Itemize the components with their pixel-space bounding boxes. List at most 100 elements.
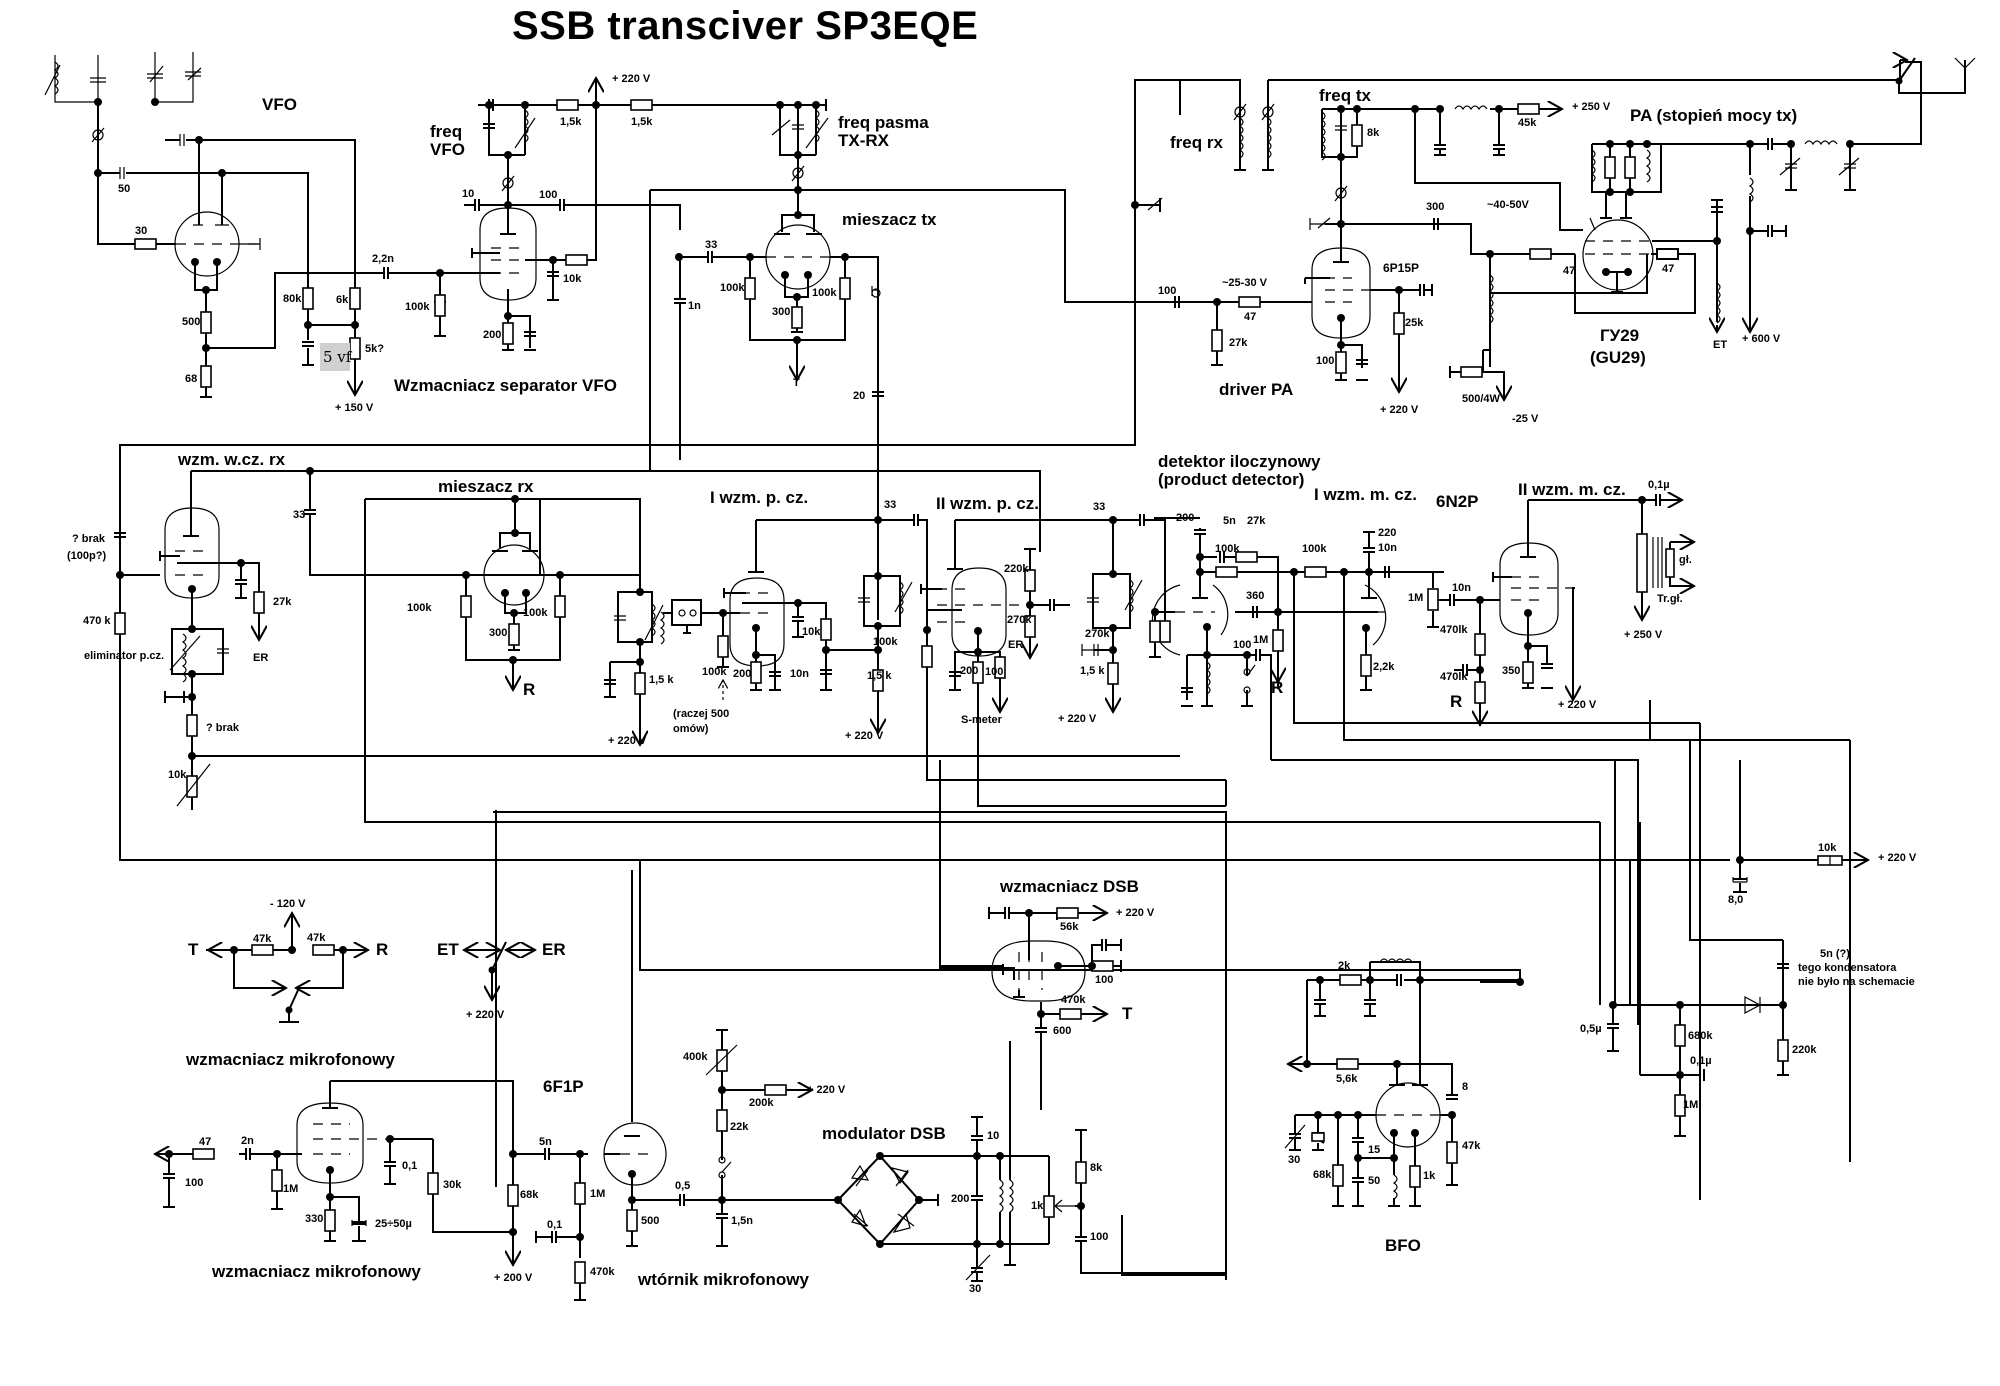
dsb-out: T xyxy=(1122,1004,1133,1023)
af1-c220: 220 xyxy=(1378,527,1397,539)
bfo-c30: 30 xyxy=(1288,1154,1301,1166)
sep-supply: + 220 V xyxy=(612,73,651,85)
label-mic-follower: wtórnik mikrofonowy xyxy=(638,1270,809,1289)
dsb-c600: 600 xyxy=(1053,1025,1072,1037)
pa-r45k: 45k xyxy=(1518,117,1537,129)
af2-supply: + 220 V xyxy=(1558,699,1597,711)
mrx-r300: 300 xyxy=(489,627,508,639)
rf-c-brak: ? brak xyxy=(72,533,106,545)
bfo-section xyxy=(1284,958,1524,1207)
mixer-tx-section xyxy=(649,99,1200,620)
pwr-c8: 8,0 xyxy=(1728,894,1744,906)
vfo-r500: 500 xyxy=(182,316,201,328)
drv-r100: 100 xyxy=(1316,355,1335,367)
rf-r470k: 470 k xyxy=(83,615,111,627)
bfo-r1k: 1k xyxy=(1423,1170,1436,1182)
drv-r8k: 8k xyxy=(1367,127,1380,139)
label-product-det-1: detektor iloczynowy xyxy=(1158,452,1321,471)
drv-supply: + 220 V xyxy=(1380,404,1419,416)
rf-amp-rx-section xyxy=(114,445,1180,860)
fol-r500: 500 xyxy=(641,1215,660,1227)
separator-section xyxy=(434,78,780,351)
mic-r47: 47 xyxy=(199,1136,212,1148)
fol-supply: + 220 V xyxy=(807,1084,846,1096)
drv-r25k: 25k xyxy=(1405,317,1424,329)
bfo-c50: 50 xyxy=(1368,1175,1381,1187)
mtx-r100k-l: 100k xyxy=(720,282,745,294)
mtx-out: T xyxy=(793,377,800,389)
sw-r47k-a: 47k xyxy=(253,933,272,945)
bfo-c15: 15 xyxy=(1368,1144,1381,1156)
label-driver-tube: 6P15P xyxy=(1383,261,1420,275)
rf-r-brak: ? brak xyxy=(206,722,240,734)
det-c360: 360 xyxy=(1246,590,1265,602)
bfo-r68k: 68k xyxy=(1313,1169,1332,1181)
fol-c05: 0,5 xyxy=(675,1180,691,1192)
mtx-r100k-r: 100k xyxy=(812,287,837,299)
af2-r350: 350 xyxy=(1502,665,1521,677)
pa-supply-250: + 250 V xyxy=(1572,101,1611,113)
agc-note-1: 5n (?) xyxy=(1820,948,1850,960)
mic-amp-section xyxy=(155,1080,588,1301)
vfo-supply: + 150 V xyxy=(335,402,374,414)
label-freq-pasma-2: TX-RX xyxy=(838,131,889,150)
bfo-r47k: 47k xyxy=(1462,1140,1481,1152)
if1-r200: 200 xyxy=(733,668,752,680)
label-af2: II wzm. m. cz. xyxy=(1518,480,1626,499)
af2-spk: gł. xyxy=(1679,554,1692,566)
pa-pot: 500/4W xyxy=(1462,393,1500,405)
if1-supply-b: + 220 V xyxy=(845,730,884,742)
label-product-det-2: (product detector) xyxy=(1158,470,1305,489)
label-if1: I wzm. p. cz. xyxy=(710,488,809,507)
af2-r470k-a: 470lk xyxy=(1440,624,1468,636)
label-if2: II wzm. p. cz. xyxy=(936,494,1039,513)
sep-r15k-a: 1,5k xyxy=(560,116,582,128)
vfo-c22n: 2,2n xyxy=(372,253,395,265)
if2-r200: 200 xyxy=(960,665,979,677)
label-freq-rx: freq rx xyxy=(1170,133,1223,152)
label-dsb-mod: modulator DSB xyxy=(822,1124,946,1143)
rf-er: ER xyxy=(253,652,269,664)
pa-et: ET xyxy=(1713,339,1728,351)
if2-r220k: 220k xyxy=(1004,563,1029,575)
sw-neg120: - 120 V xyxy=(270,898,306,910)
drv-c100: 100 xyxy=(1158,285,1177,297)
label-separator: Wzmacniacz separator VFO xyxy=(394,376,617,395)
det-c100: 100 xyxy=(1233,639,1252,651)
mtx-c1n: 1n xyxy=(688,300,701,312)
af1-pot1m: 1M xyxy=(1408,592,1424,604)
pwr-r10k: 10k xyxy=(1818,842,1837,854)
if1-r15k-b: 1,5 k xyxy=(867,670,892,682)
mic-r30k: 30k xyxy=(443,1179,462,1191)
agc-c05u: 0,5µ xyxy=(1580,1023,1602,1035)
bfo-r2k: 2k xyxy=(1338,960,1351,972)
routing-wires xyxy=(493,759,1639,1280)
dsb-r100: 100 xyxy=(1095,974,1114,986)
drv-vgrid: ~25-30 V xyxy=(1222,277,1267,289)
fol-c15n: 1,5n xyxy=(731,1215,754,1227)
det-c200: 200 xyxy=(1176,512,1195,524)
af1-r100k: 100k xyxy=(1302,543,1327,555)
label-mic-amp: wzmacniacz mikrofonowy xyxy=(212,1262,421,1281)
label-pa: PA (stopień mocy tx) xyxy=(1630,106,1798,125)
label-af-tube: 6N2P xyxy=(1436,492,1479,511)
if1-r100k: 100k xyxy=(702,666,727,678)
af2-supply-250: + 250 V xyxy=(1624,629,1663,641)
mod-c100: 100 xyxy=(1090,1231,1109,1243)
mtx-c33: 33 xyxy=(705,239,718,251)
sw-supply: + 220 V xyxy=(466,1009,505,1021)
label-dsb-amp: wzmacniacz DSB xyxy=(1000,877,1139,896)
pa-supply-600: + 600 V xyxy=(1742,333,1781,345)
agc-r220k: 220k xyxy=(1792,1044,1817,1056)
label-bfo: BFO xyxy=(1385,1236,1421,1255)
mic-c100: 100 xyxy=(185,1177,204,1189)
rf-eliminator: eliminator p.cz. xyxy=(84,650,165,662)
mod-r8k: 8k xyxy=(1090,1162,1103,1174)
af2-cout: 0,1µ xyxy=(1648,479,1670,491)
sep-r200: 200 xyxy=(483,329,502,341)
mod-c30: 30 xyxy=(969,1283,982,1295)
sw-r47k-b: 47k xyxy=(307,932,326,944)
drv-r47: 47 xyxy=(1244,311,1257,323)
dsb-amp-section xyxy=(940,907,1122,1110)
